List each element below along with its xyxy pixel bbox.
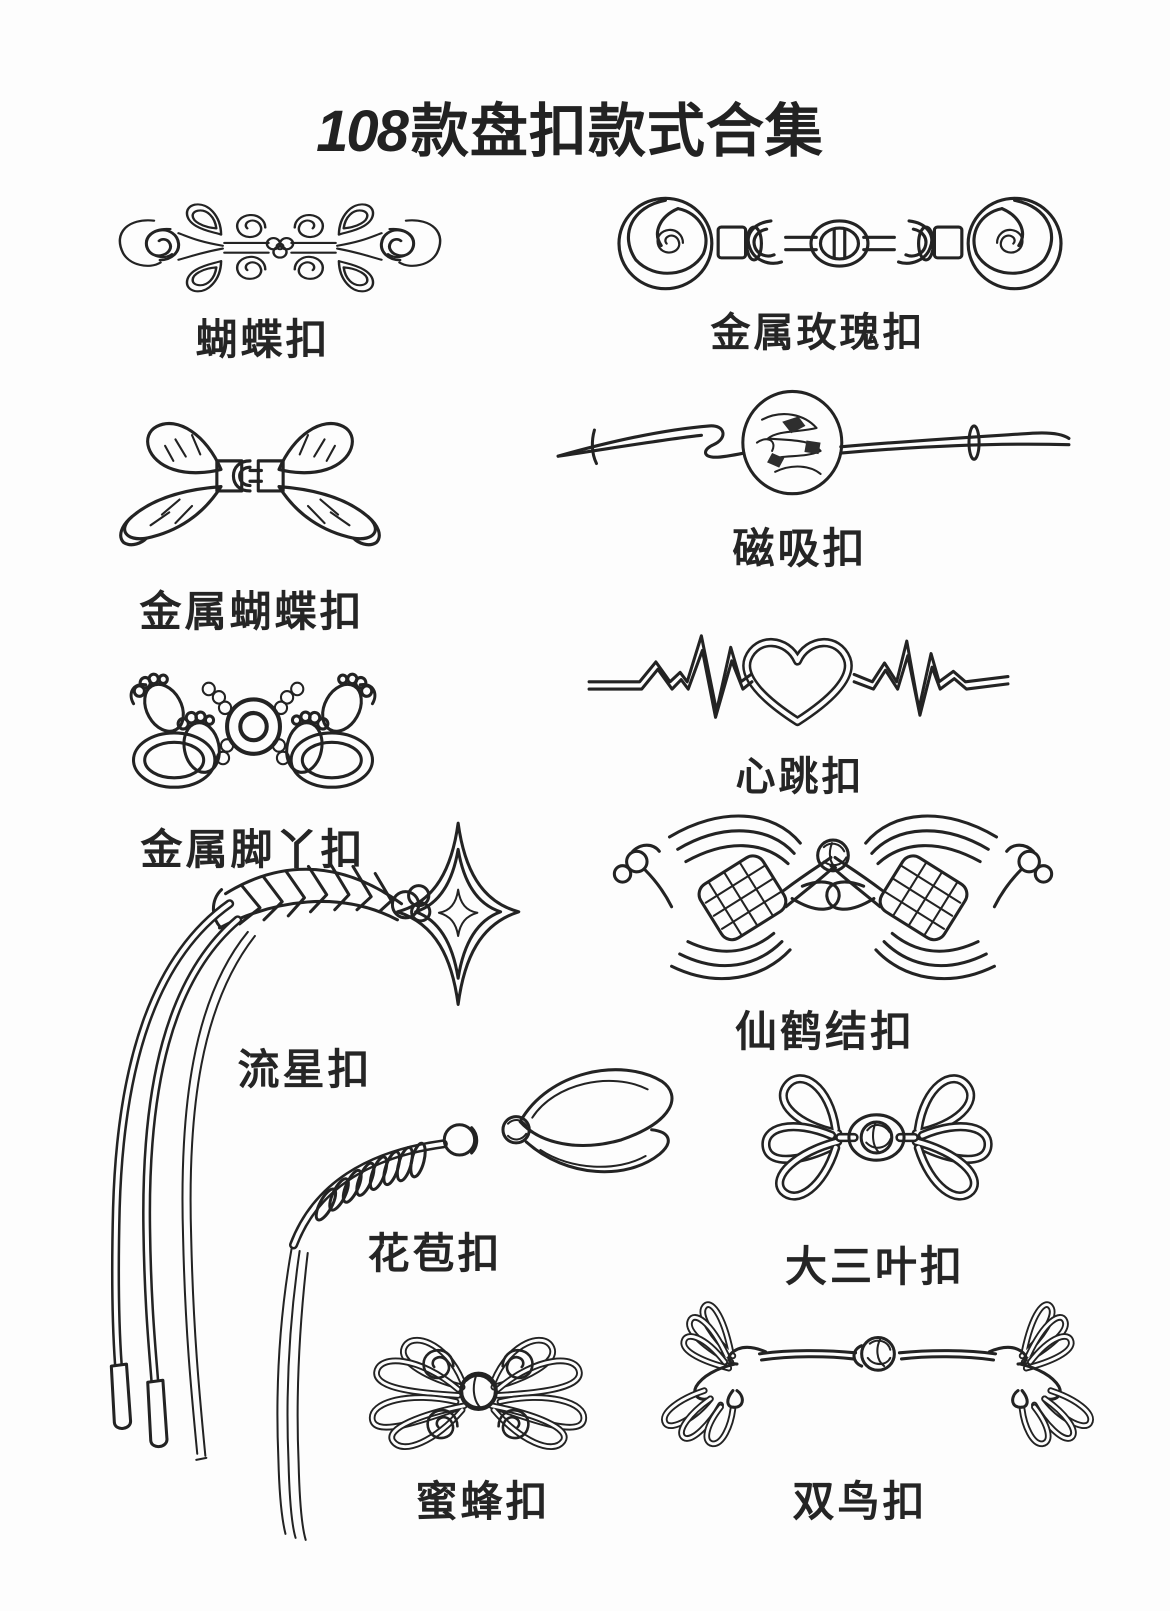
heartbeat-ekg-heart-illustration [587, 634, 1010, 727]
butterfly-knot-illustration [118, 201, 460, 294]
button-label: 蝴蝶扣 [195, 316, 331, 363]
button-label: 金属蝴蝶扣 [139, 588, 365, 635]
crane-knot-illustration [612, 814, 1054, 981]
page-title: 108款盘扣款式合集 [316, 84, 824, 168]
button-label: 金属脚丫扣 [140, 826, 366, 873]
button-label: 大三叶扣 [784, 1243, 966, 1290]
button-label: 流星扣 [237, 1046, 373, 1093]
button-label: 心跳扣 [735, 755, 865, 799]
button-label: 仙鹤结扣 [734, 1008, 916, 1055]
title-number: 108 [316, 99, 409, 164]
metal-butterfly-bow-illustration [119, 421, 381, 547]
big-three-leaf-knot-illustration [761, 1055, 1002, 1220]
double-bird-knot-illustration [661, 1292, 1110, 1477]
meteor-star-tassel-illustration [109, 821, 521, 1461]
button-label: 金属玫瑰扣 [710, 311, 926, 355]
magnetic-clasp-illustration [556, 389, 1071, 496]
bee-knot-illustration [369, 1325, 608, 1470]
metal-rose-clasp-illustration [617, 186, 1080, 301]
button-label: 蜜蜂扣 [415, 1478, 551, 1525]
button-label: 双鸟扣 [792, 1478, 928, 1525]
button-label: 花苞扣 [367, 1230, 503, 1277]
button-label: 磁吸扣 [732, 525, 868, 572]
flower-bud-knot-illustration [276, 1068, 674, 1541]
metal-feet-clasp-illustration [129, 665, 378, 789]
title-text: 款盘扣款式合集 [410, 99, 824, 164]
